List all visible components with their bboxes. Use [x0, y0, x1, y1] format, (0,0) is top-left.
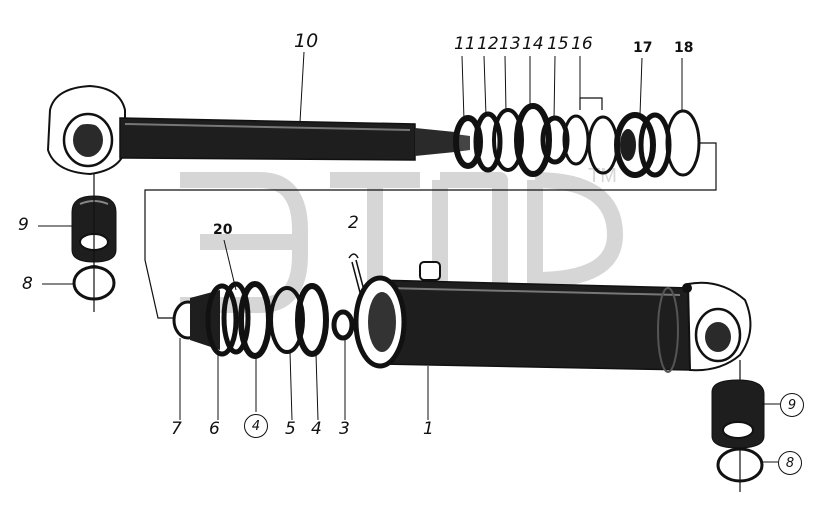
bushing-left [71, 174, 117, 312]
seal-parts-upper [453, 103, 619, 177]
ring-part-18 [665, 109, 701, 177]
label-4-circled: 4 [244, 414, 268, 438]
label-6: 6 [209, 419, 220, 439]
label-5: 5 [285, 419, 296, 439]
bushing-right [711, 360, 765, 492]
label-8-right: 8 [778, 451, 802, 475]
label-3: 3 [339, 419, 350, 439]
label-2: 2 [348, 213, 359, 233]
label-17: 17 [633, 40, 653, 56]
label-13: 13 [499, 34, 521, 54]
label-20: 20 [213, 222, 233, 238]
label-16: 16 [571, 34, 593, 54]
label-15: 15 [547, 34, 569, 54]
label-7: 7 [171, 419, 182, 439]
label-14-top: 14 [522, 34, 544, 54]
label-4: 4 [311, 419, 322, 439]
label-1: 1 [423, 419, 434, 439]
watermark-logo [180, 172, 623, 313]
bracket-16 [579, 97, 603, 110]
label-12: 12 [477, 34, 499, 54]
cylinder-body [353, 261, 752, 373]
piston-part-17 [614, 112, 672, 178]
label-11: 11 [454, 34, 476, 54]
label-18: 18 [674, 40, 694, 56]
rod-eye [46, 84, 126, 176]
label-10: 10 [294, 30, 319, 52]
leader-lines [38, 51, 780, 463]
piston-rod [119, 117, 470, 161]
assembly-line [144, 142, 717, 319]
label-8-left: 8 [22, 274, 33, 294]
label-9-right: 9 [780, 393, 804, 417]
label-9-left: 9 [18, 215, 29, 235]
piston-assembly-lower [172, 281, 355, 359]
